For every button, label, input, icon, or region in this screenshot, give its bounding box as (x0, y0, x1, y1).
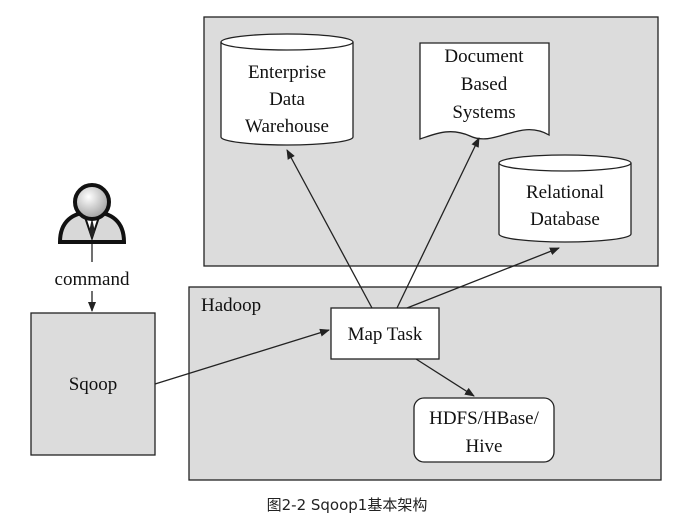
rdb-label-line-2: Database (530, 209, 600, 230)
hdfs-label-line-1: HDFS/HBase/ (429, 408, 540, 429)
sqoop-box (30, 312, 156, 456)
hdfs-hbase-hive-box (413, 397, 555, 463)
command-label: command (55, 269, 130, 290)
map-task-label: Map Task (348, 324, 423, 345)
hdfs-label-line-2: Hive (466, 436, 503, 457)
doc-label-line-1: Document (444, 46, 524, 67)
rdb-label-line-1: Relational (526, 182, 604, 203)
arrow-map-task-to-documents (396, 137, 480, 309)
figure-caption: 图2-2 Sqoop1基本架构 (266, 496, 428, 514)
user-icon (57, 183, 127, 244)
edw-label-line-3: Warehouse (245, 116, 329, 137)
edw-label-line-2: Data (269, 89, 305, 110)
arrow-map-task-to-relational-db (406, 247, 560, 309)
doc-label-line-2: Based (461, 74, 508, 95)
doc-label-line-3: Systems (452, 102, 515, 123)
sqoop-label: Sqoop (69, 374, 118, 395)
arrow-map-task-to-edw (286, 149, 373, 309)
arrow-sqoop-to-map-task (154, 328, 330, 385)
document-based-systems: Document Based Systems (419, 42, 550, 140)
enterprise-data-warehouse: Enterprise Data Warehouse (220, 33, 354, 146)
sqoop-architecture-diagram: Hadoop Sqoop command Enterprise Data War… (30, 16, 662, 481)
map-task-box (330, 307, 440, 360)
hadoop-label: Hadoop (201, 295, 261, 316)
arrow-map-task-to-hdfs (415, 358, 475, 397)
relational-database: Relational Database (498, 154, 632, 243)
edw-label-line-1: Enterprise (248, 62, 326, 83)
